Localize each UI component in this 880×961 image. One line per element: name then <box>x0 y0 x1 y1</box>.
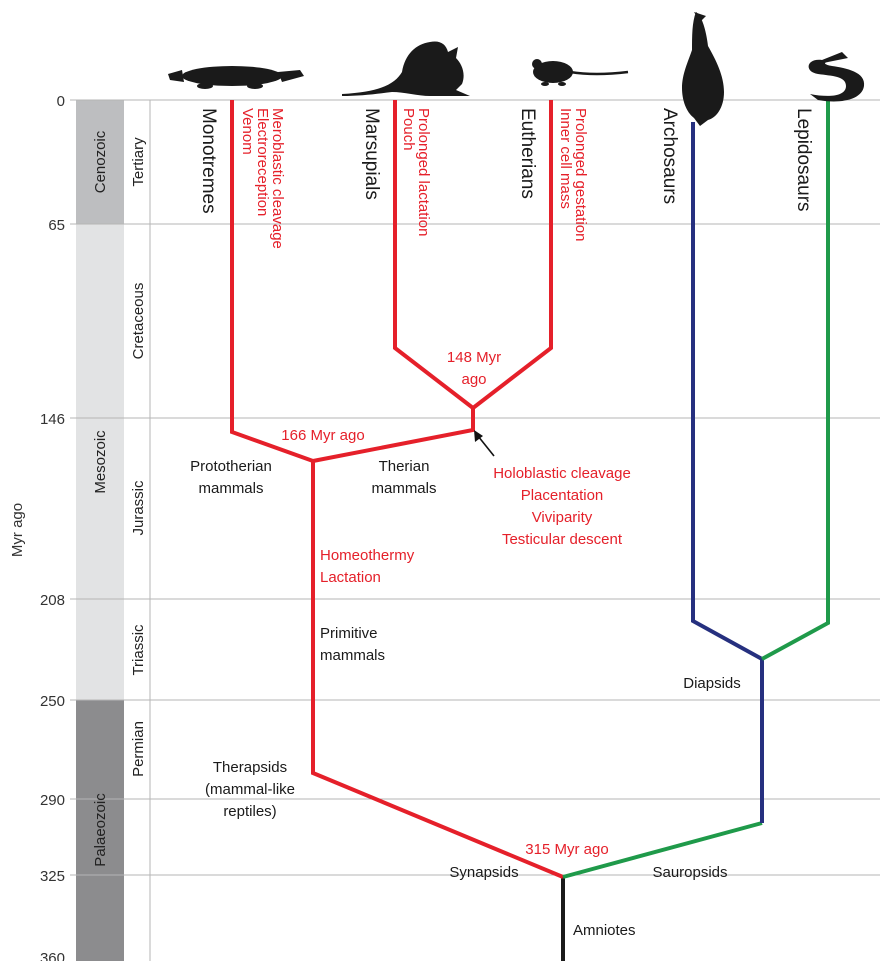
trait-marsupial-1: Pouch <box>400 108 417 151</box>
branch-archosaur <box>691 122 763 661</box>
taxon-monotremes: Monotremes <box>198 108 219 214</box>
time-gridlines <box>70 99 880 961</box>
therian-node-arrow <box>474 430 495 457</box>
group-amniotes: Amniotes <box>573 922 636 939</box>
group-therian-line1: Therian <box>379 458 430 475</box>
node-amniote-split: 315 Myr ago <box>525 841 608 858</box>
wallaby-icon <box>342 41 470 96</box>
group-prototherian-line2: mammals <box>198 480 263 497</box>
period-permian-label: Permian <box>130 721 147 777</box>
tick-label-290: 290 <box>40 792 65 809</box>
trait-monotreme-3: Meroblastic cleavage <box>269 108 286 249</box>
group-sauropsids: Sauropsids <box>652 864 727 881</box>
trait-therian-3: Viviparity <box>532 509 593 526</box>
era-palaeozoic-label: Palaeozoic <box>92 793 109 867</box>
branch-sauropsid <box>562 821 763 879</box>
branch-lepidosaur <box>761 100 830 661</box>
trait-therian-4: Testicular descent <box>502 531 623 548</box>
group-therian-line2: mammals <box>371 480 436 497</box>
branch-eutherian <box>471 100 553 410</box>
period-tertiary-label: Tertiary <box>130 137 147 187</box>
trait-therian-2: Placentation <box>521 487 604 504</box>
group-therapsids-line2: (mammal-like <box>205 781 295 798</box>
group-therapsids-line3: reptiles) <box>223 803 276 820</box>
era-mesozoic-label: Mesozoic <box>92 430 109 494</box>
tick-label-146: 146 <box>40 411 65 428</box>
branch-marsupial <box>393 100 475 410</box>
node-therian-split-line2: ago <box>461 371 486 388</box>
tick-label-325: 325 <box>40 868 65 885</box>
snake-icon <box>808 52 865 102</box>
trait-mammal-stem-2: Lactation <box>320 569 381 586</box>
node-therian-split-line1: 148 Myr <box>447 349 501 366</box>
group-synapsids: Synapsids <box>449 864 518 881</box>
trait-monotreme-2: Electroreception <box>254 108 271 216</box>
branch-therian <box>312 408 475 463</box>
node-mammal-split: 166 Myr ago <box>281 427 364 444</box>
tick-label-250: 250 <box>40 693 65 710</box>
group-primitive-line1: Primitive <box>320 625 378 642</box>
branch-synapsid <box>311 461 564 879</box>
trait-monotreme-1: Venom <box>239 108 256 155</box>
era-palaeozoic-band <box>76 700 124 961</box>
trait-marsupial-2: Prolonged lactation <box>415 108 432 236</box>
group-diapsids: Diapsids <box>683 675 741 692</box>
era-mesozoic-band <box>76 224 124 700</box>
period-jurassic-label: Jurassic <box>130 480 147 536</box>
tick-label-0: 0 <box>57 93 65 110</box>
group-therapsids-line1: Therapsids <box>213 759 287 776</box>
eagle-icon <box>682 12 724 126</box>
era-cenozoic-label: Cenozoic <box>92 130 109 193</box>
trait-therian-1: Holoblastic cleavage <box>493 465 631 482</box>
era-cenozoic-band <box>76 100 124 224</box>
period-cretaceous-label: Cretaceous <box>130 283 147 360</box>
taxon-archosaurs: Archosaurs <box>659 108 680 204</box>
period-triassic-label: Triassic <box>130 624 147 676</box>
group-primitive-line2: mammals <box>320 647 385 664</box>
tick-label-208: 208 <box>40 592 65 609</box>
tick-label-360: 360 <box>40 950 65 961</box>
trait-mammal-stem-1: Homeothermy <box>320 547 415 564</box>
trait-eutherian-2: Prolonged gestation <box>572 108 589 241</box>
platypus-icon <box>168 66 304 89</box>
mouse-icon <box>532 59 629 86</box>
trait-eutherian-1: Inner cell mass <box>557 108 574 209</box>
tick-label-65: 65 <box>48 217 65 234</box>
y-axis-title: Myr ago <box>9 503 26 557</box>
taxon-lepidosaurs: Lepidosaurs <box>793 108 814 212</box>
taxon-marsupials: Marsupials <box>361 108 382 200</box>
group-prototherian-line1: Prototherian <box>190 458 272 475</box>
taxon-eutherians: Eutherians <box>517 108 538 199</box>
branch-monotreme <box>230 100 314 463</box>
